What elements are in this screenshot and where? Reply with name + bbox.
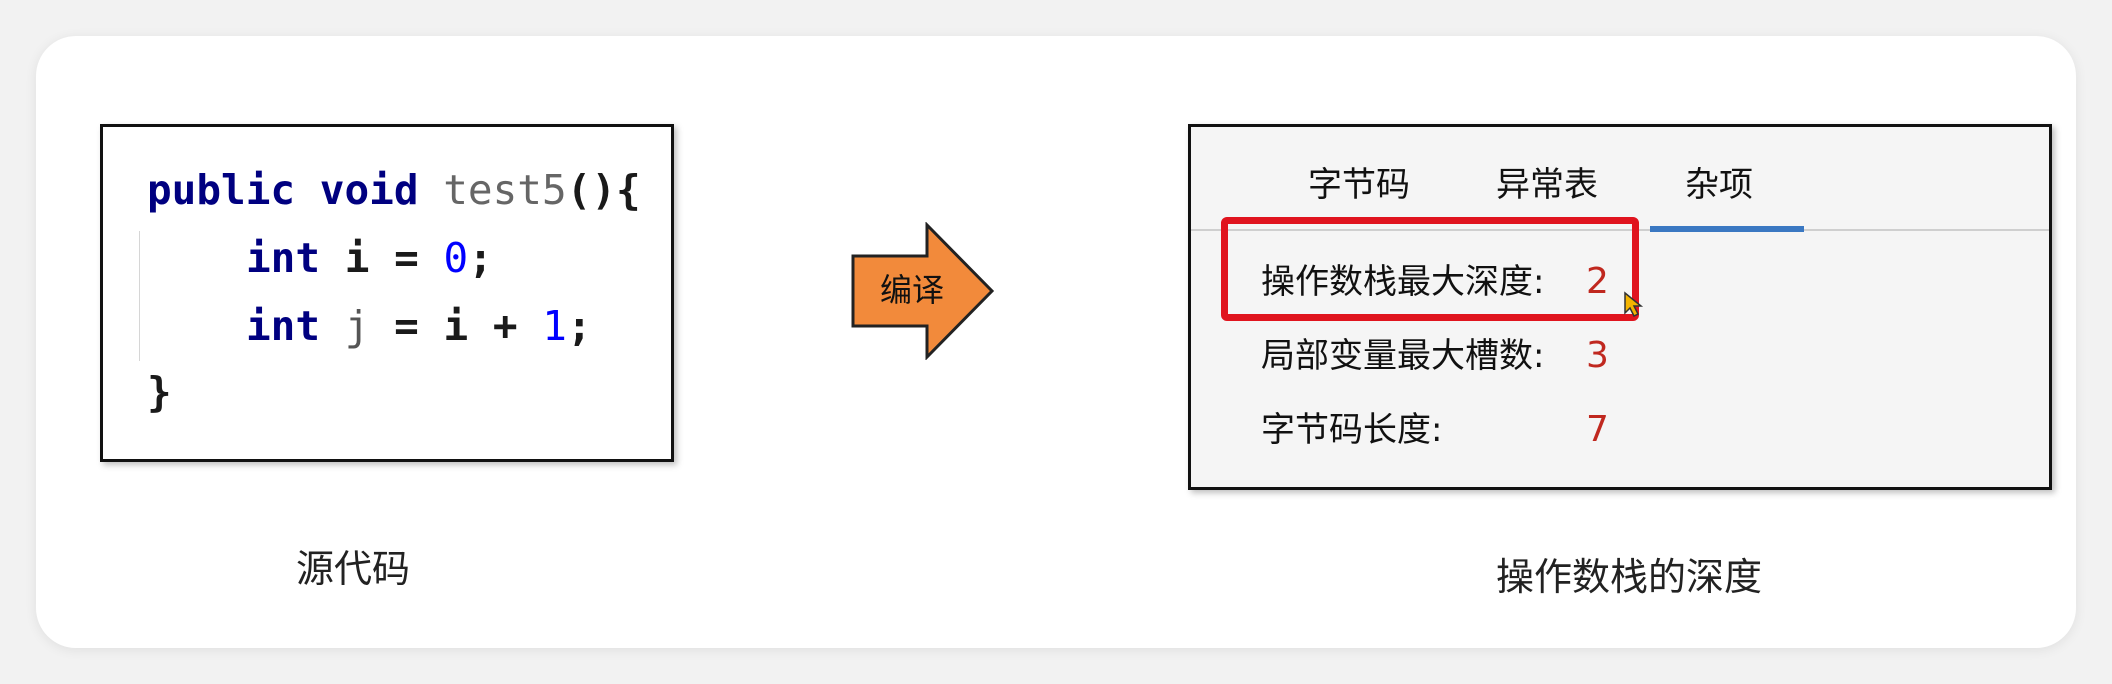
tab-bytecode[interactable]: 字节码 — [1308, 165, 1410, 205]
code-line-4: } — [147, 368, 172, 416]
keyword-int: int — [246, 302, 321, 350]
keyword-int: int — [246, 234, 321, 282]
code-line-2: int i = 0; — [246, 233, 493, 283]
operator-assign: = — [394, 234, 419, 282]
operator-assign: = — [394, 302, 419, 350]
highlight-box — [1221, 217, 1639, 321]
source-code-caption: 源代码 — [296, 547, 411, 591]
tab-exception-table[interactable]: 异常表 — [1496, 165, 1598, 205]
code-length-label: 字节码长度: — [1261, 410, 1443, 450]
tab-misc[interactable]: 杂项 — [1685, 165, 1753, 205]
keyword-public: public — [147, 166, 296, 214]
max-stack-value: 2 — [1586, 261, 1609, 302]
semicolon: ; — [566, 302, 592, 350]
number-literal: 0 — [443, 234, 469, 282]
code-line-3: int j = i + 1; — [246, 301, 592, 351]
stack-depth-caption: 操作数栈的深度 — [1496, 555, 1763, 599]
method-parens: (){ — [566, 166, 641, 214]
code-length-value: 7 — [1586, 409, 1609, 450]
compile-arrow-icon — [851, 222, 995, 360]
code-line-1: public void test5(){ — [147, 165, 641, 215]
mouse-pointer-icon — [1624, 291, 1644, 317]
operator-plus: + — [492, 302, 518, 350]
var-j: j — [344, 302, 370, 350]
source-code-panel: public void test5(){ int i = 0; int j = … — [100, 124, 674, 462]
number-literal: 1 — [542, 302, 567, 350]
var-i: i — [344, 234, 370, 282]
max-stack-label: 操作数栈最大深度: — [1261, 262, 1545, 302]
keyword-void: void — [319, 166, 419, 214]
var-i: i — [443, 302, 469, 350]
max-locals-label: 局部变量最大槽数: — [1261, 336, 1545, 376]
bytecode-info-panel: 字节码 异常表 杂项 操作数栈最大深度: 2 局部变量最大槽数: 3 字节码长度… — [1188, 124, 2052, 490]
indent-guide — [139, 231, 140, 361]
compile-label: 编译 — [879, 271, 944, 309]
tab-divider — [1191, 229, 2049, 231]
method-name: test5 — [443, 166, 567, 214]
max-locals-value: 3 — [1586, 335, 1609, 376]
semicolon: ; — [468, 234, 493, 282]
active-tab-indicator — [1650, 226, 1804, 232]
